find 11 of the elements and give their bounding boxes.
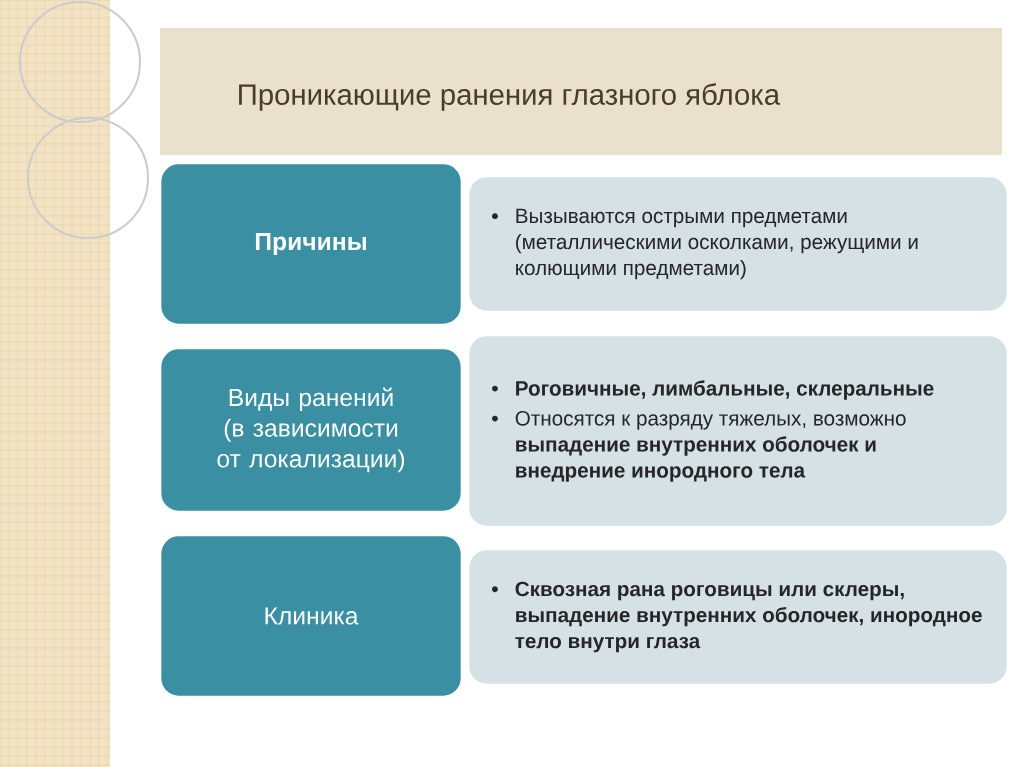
bullet-item: Сквозная рана роговицы или склеры, выпадение внутренних оболочек, инородное тело внутри глаза	[492, 581, 982, 653]
category-box: Виды ранений (в зависимости от локализации)	[158, 346, 464, 514]
description-box	[466, 333, 1010, 529]
bullet-item: Относятся к разряду тяжелых, возможно выпадение внутренних оболочек и внедрение инородного тела	[492, 411, 906, 482]
bullet-item: Вызываются острыми предметами (металлическими осколками, режущими и колющими предметами)	[492, 208, 918, 280]
bullet-item: Роговичные, лимбальные, склеральные	[492, 380, 934, 400]
title-band: Проникающие ранения глазного яблока	[160, 28, 1002, 155]
description-box	[466, 547, 1010, 687]
description-box	[466, 174, 1010, 314]
category-box: Клиника	[158, 533, 464, 699]
category-box: Причины	[158, 161, 464, 327]
